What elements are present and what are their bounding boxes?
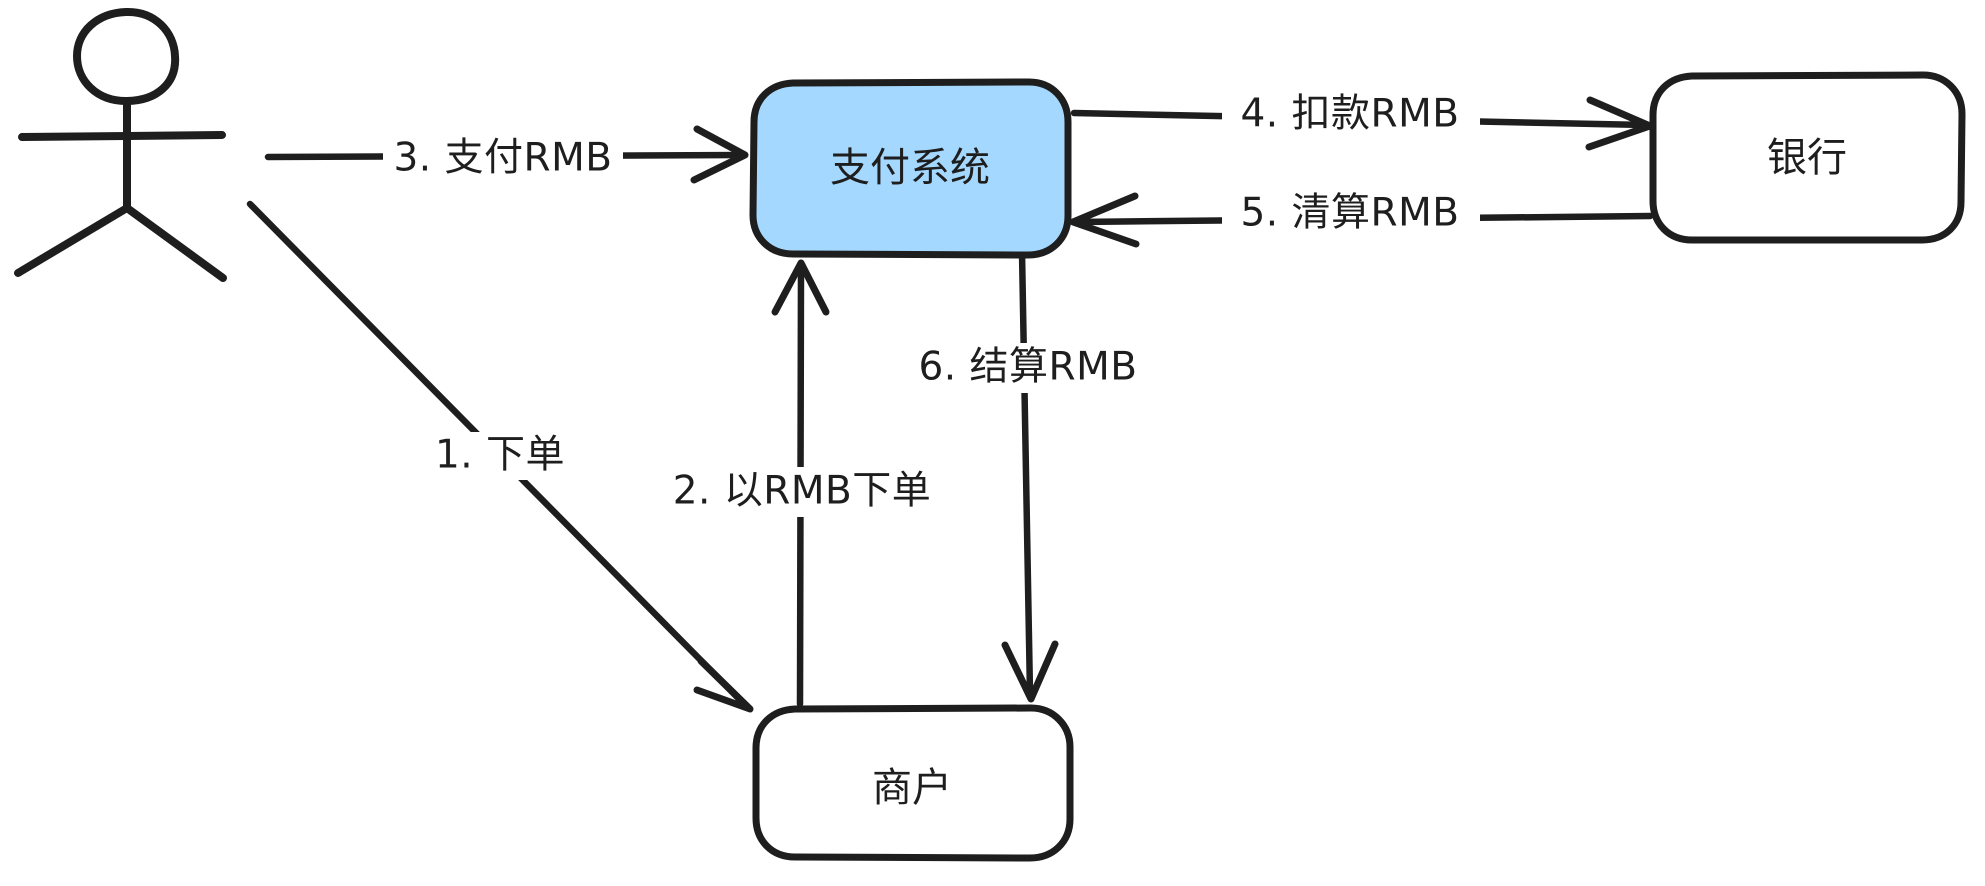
node-bank[interactable]: 银行	[1649, 71, 1966, 244]
edge-6-settlement-rmb[interactable]: 6. 结算RMB	[902, 248, 1154, 703]
edge-1-arrowhead-icon	[693, 657, 754, 713]
actor-arms-line	[18, 131, 226, 141]
edge-4-label-bg	[1222, 90, 1480, 138]
edge-5-clearing-rmb[interactable]: 5. 清算RMB	[1069, 190, 1654, 248]
node-merchant[interactable]: 商户	[752, 704, 1074, 862]
merchant-label: 商户	[872, 765, 952, 811]
merchant-box	[752, 704, 1074, 862]
edge-1-label-bg	[418, 432, 584, 480]
edge-2-label: 2. 以RMB下单	[673, 469, 932, 514]
actor-right-leg-line	[123, 204, 227, 282]
edge-3-pay-rmb[interactable]: 3. 支付RMB	[264, 125, 749, 184]
actor-stick-figure[interactable]	[14, 7, 227, 282]
edge-6-line	[1018, 248, 1034, 698]
edge-6-label: 6. 结算RMB	[918, 345, 1137, 390]
node-payment-system[interactable]: 支付系统	[749, 78, 1072, 259]
payment-system-box	[749, 78, 1072, 259]
edge-2-order-in-rmb[interactable]: 2. 以RMB下单	[658, 259, 946, 708]
edge-2-label-bg	[658, 467, 946, 517]
edge-6-arrowhead-icon	[1001, 640, 1059, 703]
edge-6-label-bg	[902, 343, 1154, 393]
edge-3-label-bg	[383, 134, 623, 180]
edge-3-label: 3. 支付RMB	[393, 136, 612, 181]
actor-left-leg-line	[14, 204, 131, 277]
edge-3-arrowhead-icon	[690, 125, 749, 184]
edge-4-label: 4. 扣款RMB	[1240, 92, 1459, 137]
edge-5-label: 5. 清算RMB	[1240, 191, 1459, 236]
bank-label: 银行	[1767, 135, 1847, 181]
payment-system-label: 支付系统	[830, 145, 990, 191]
bank-box	[1649, 71, 1966, 244]
edge-5-arrowhead-icon	[1069, 192, 1140, 248]
edge-4-debit-rmb[interactable]: 4. 扣款RMB	[1070, 90, 1654, 151]
edge-1-label: 1. 下单	[435, 433, 565, 478]
edge-5-label-bg	[1222, 190, 1480, 238]
edge-1-place-order[interactable]: 1. 下单	[246, 200, 754, 713]
actor-head-icon	[73, 7, 180, 105]
edge-2-arrowhead-icon	[771, 259, 830, 316]
